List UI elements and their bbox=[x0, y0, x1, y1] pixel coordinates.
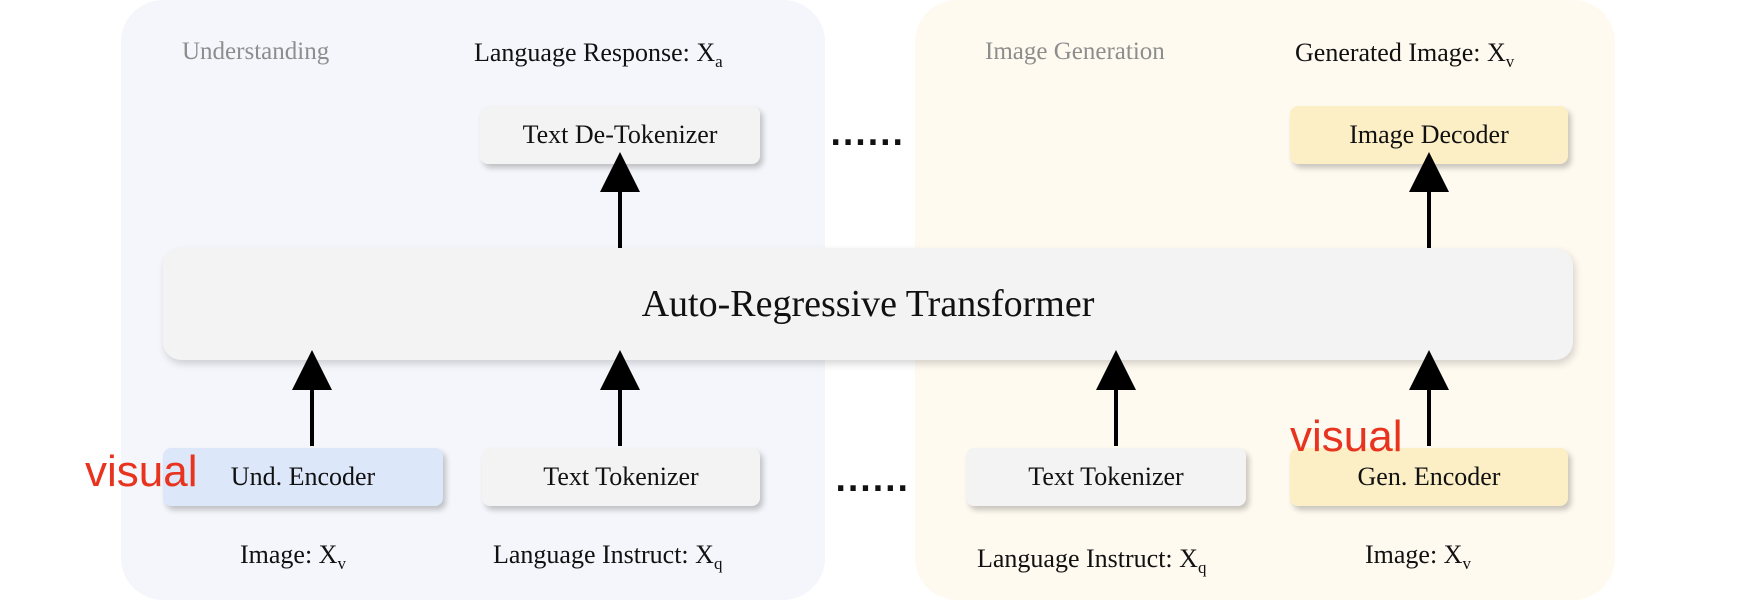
generated-image-label: Generated Image: Xv bbox=[1295, 38, 1515, 72]
top-ellipsis: ...... bbox=[830, 118, 905, 153]
language-response-label: Language Response: Xa bbox=[474, 38, 723, 72]
text-tokenizer-box-generation: Text Tokenizer bbox=[966, 448, 1246, 506]
visual-annotation-right: visual bbox=[1290, 412, 1403, 461]
image-input-label-generation: Image: Xv bbox=[1365, 540, 1471, 574]
image-input-label-understanding: Image: Xv bbox=[240, 540, 346, 574]
text-tokenizer-box-understanding: Text Tokenizer bbox=[482, 448, 760, 506]
gen-encoder-box: Gen. Encoder bbox=[1290, 448, 1568, 506]
bottom-ellipsis: ...... bbox=[835, 464, 910, 499]
image-generation-section-label: Image Generation bbox=[985, 38, 1165, 65]
language-instruct-label-generation: Language Instruct: Xq bbox=[977, 544, 1207, 578]
auto-regressive-transformer: Auto-Regressive Transformer bbox=[163, 248, 1573, 360]
understanding-section-label: Understanding bbox=[182, 38, 330, 65]
visual-annotation-left: visual bbox=[85, 447, 198, 496]
language-instruct-label-understanding: Language Instruct: Xq bbox=[493, 540, 723, 574]
und-encoder-box: Und. Encoder bbox=[163, 448, 443, 506]
